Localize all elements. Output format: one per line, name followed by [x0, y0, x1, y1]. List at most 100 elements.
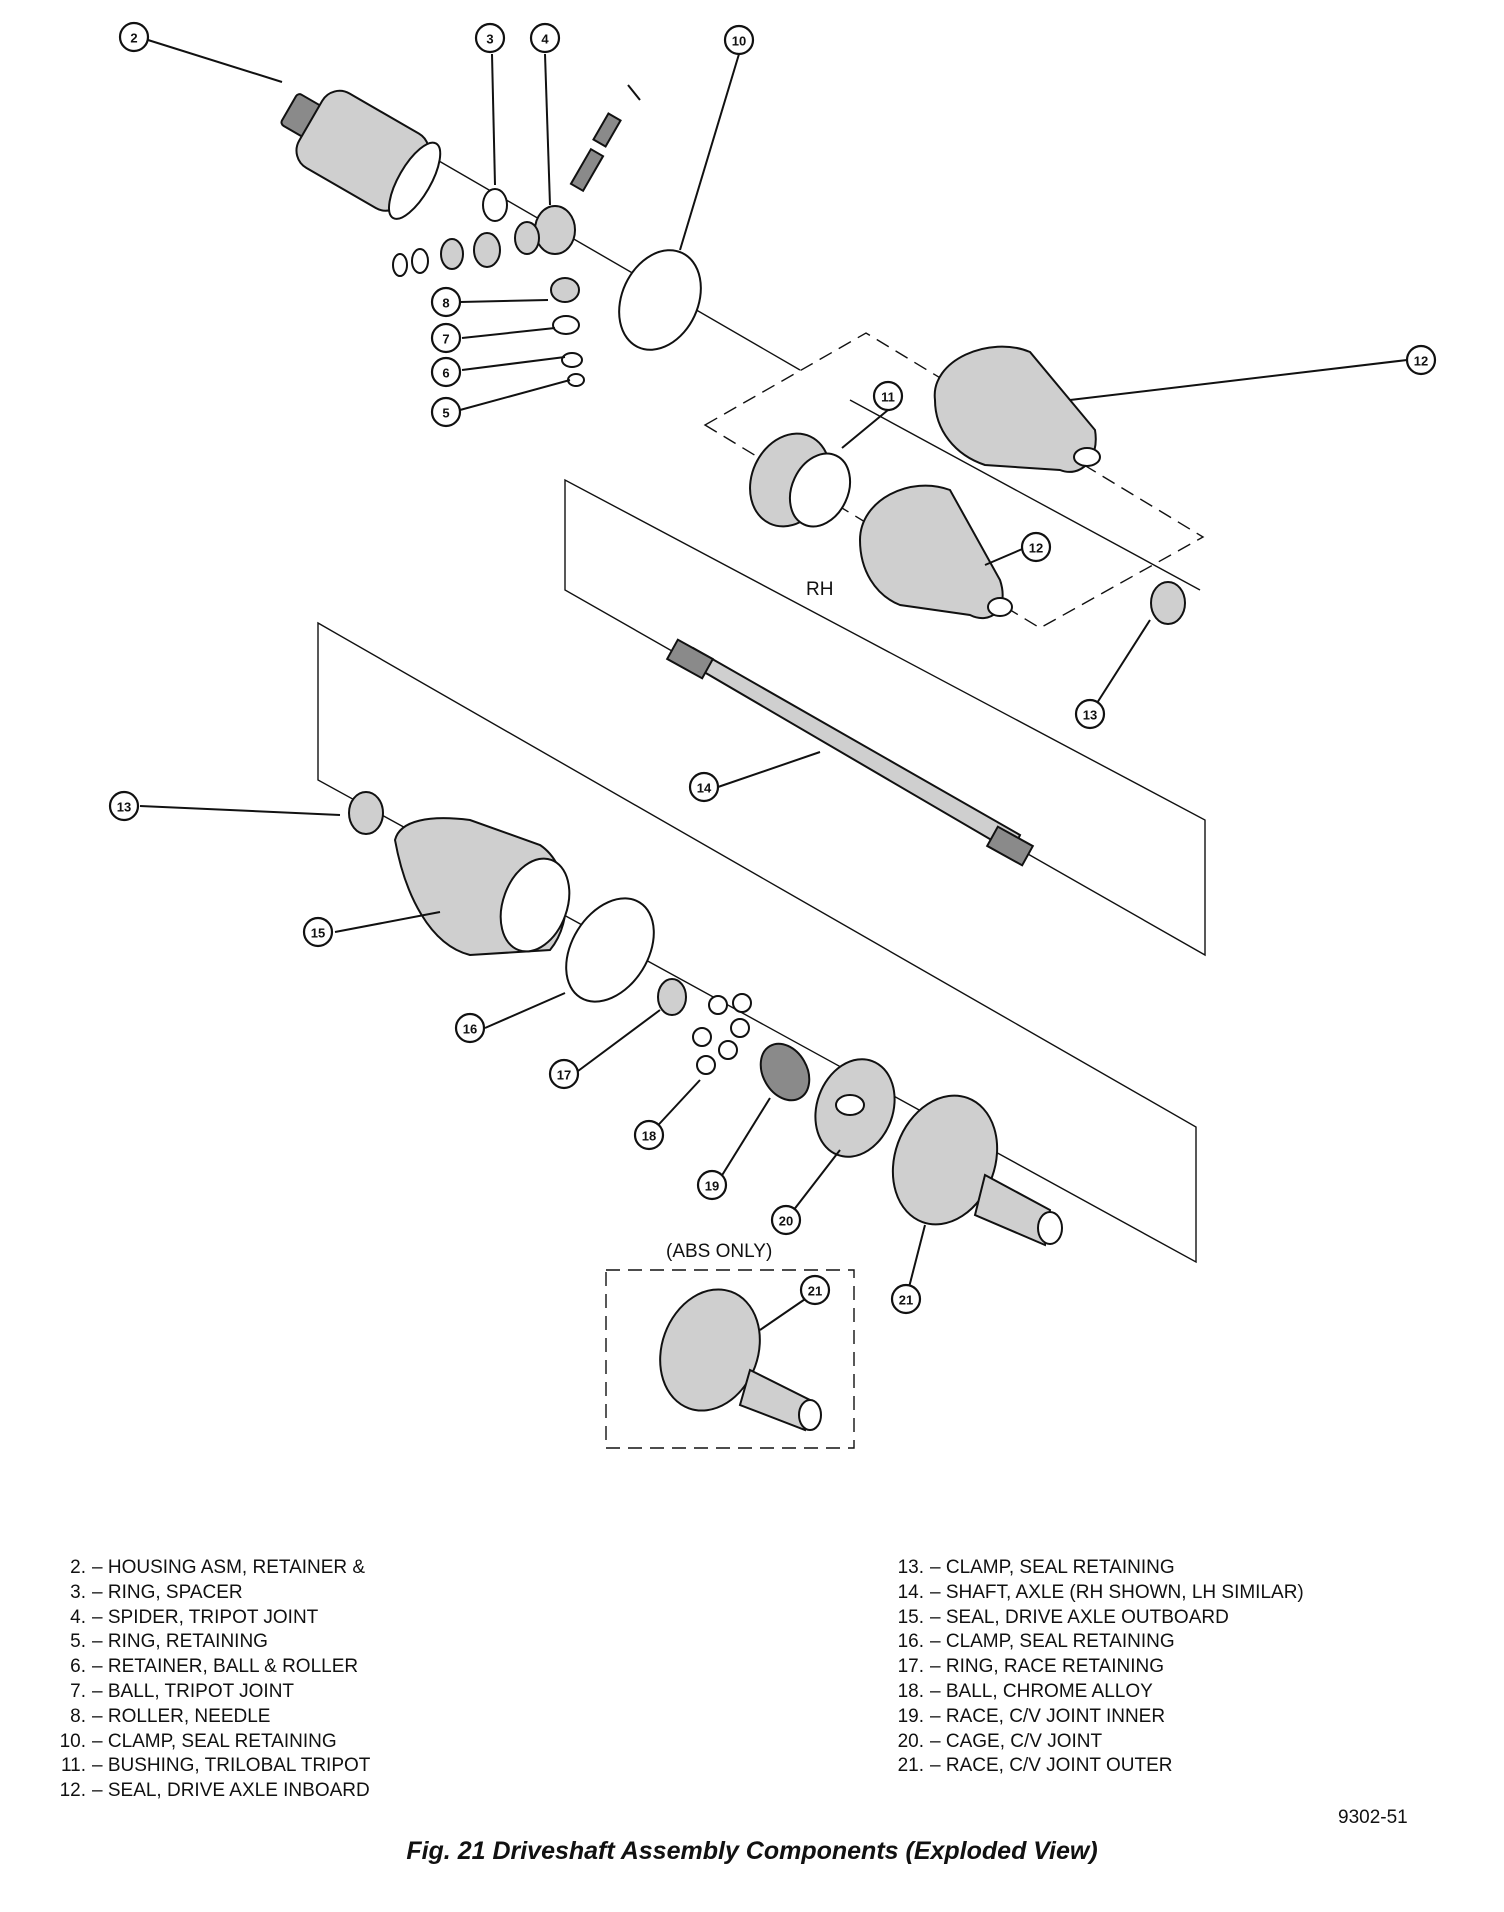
- rh-label: RH: [806, 579, 833, 600]
- legend-item: 5.– RING, RETAINING: [40, 1630, 600, 1655]
- legend-item: 17. – RING, RACE RETAINING: [878, 1655, 1478, 1680]
- tripot-spider-part: [534, 84, 641, 255]
- legend-item-number: 11.: [60, 1755, 86, 1777]
- callout-13-left-text: 13: [117, 800, 131, 815]
- legend-item-number: 15.: [897, 1606, 924, 1628]
- leader-lines: [139, 39, 1408, 1331]
- legend-item-number: 6.: [70, 1656, 86, 1678]
- legend-item: 7.– BALL, TRIPOT JOINT: [40, 1680, 600, 1705]
- legend-item: 15. – SEAL, DRIVE AXLE OUTBOARD: [878, 1606, 1478, 1631]
- legend-item: 19. – RACE, C/V JOINT INNER: [878, 1705, 1478, 1730]
- callout-6: 6: [430, 356, 462, 388]
- legend-item-text: – SEAL, DRIVE AXLE OUTBOARD: [930, 1606, 1229, 1628]
- callout-17: 17: [548, 1058, 580, 1090]
- clamp-part-13-right: [1150, 581, 1186, 625]
- callout-8: 8: [430, 286, 462, 318]
- legend-item-number: 17.: [897, 1656, 924, 1678]
- cage-part: [814, 1058, 896, 1158]
- callout-12-upper-text: 12: [1414, 354, 1428, 369]
- legend-item-text: – ROLLER, NEEDLE: [92, 1705, 271, 1727]
- callout-14-text: 14: [697, 781, 712, 796]
- legend-item-number: 20.: [897, 1730, 924, 1752]
- figure-caption: Fig. 21 Driveshaft Assembly Components (…: [406, 1837, 1098, 1865]
- legend-item: 4.– SPIDER, TRIPOT JOINT: [40, 1606, 600, 1631]
- callout-20-text: 20: [779, 1214, 793, 1229]
- abs-only-box: [605, 1269, 855, 1449]
- inboard-seal-lower-part: [858, 484, 1013, 620]
- legend-item: 2. – HOUSING ASM, RETAINER &: [40, 1556, 600, 1581]
- legend-item-number: 14.: [897, 1581, 924, 1603]
- legend-item-text: – RING, RETAINING: [92, 1631, 268, 1653]
- legend-item-number: 16.: [897, 1631, 924, 1653]
- legend-item-text: – SPIDER, TRIPOT JOINT: [92, 1606, 319, 1628]
- legend-item-number: 10.: [59, 1730, 86, 1752]
- clamp-part-16: [565, 897, 655, 1003]
- axle-shaft-part: [665, 638, 1035, 867]
- callout-2-text: 2: [130, 31, 137, 46]
- legend-item-text: – CLAMP, SEAL RETAINING: [930, 1631, 1175, 1653]
- legend-left-column: 2.– HOUSING ASM, RETAINER & 3.– RING, SP…: [40, 1556, 600, 1804]
- chrome-balls-part: [692, 993, 752, 1075]
- callout-21-abs-text: 21: [808, 1284, 822, 1299]
- legend-item-text: – RING, RACE RETAINING: [930, 1656, 1165, 1678]
- legend-item: 8. – ROLLER, NEEDLE: [40, 1705, 600, 1730]
- callout-7-text: 7: [442, 332, 449, 347]
- callout-10-text: 10: [732, 34, 746, 49]
- callout-7: 7: [430, 322, 462, 354]
- inboard-seal-upper-part: [933, 345, 1101, 473]
- callout-20: 20: [770, 1204, 802, 1236]
- callout-3: 3: [474, 22, 506, 54]
- callout-18: 18: [633, 1119, 665, 1151]
- clamp-part-10: [618, 249, 702, 351]
- legend-item-text: – CLAMP, SEAL RETAINING: [92, 1730, 337, 1752]
- abs-only-label: (ABS ONLY): [666, 1241, 772, 1262]
- callout-13-right-text: 13: [1083, 708, 1097, 723]
- callout-19-text: 19: [705, 1179, 719, 1194]
- legend-item: 21.– RACE, C/V JOINT OUTER: [878, 1754, 1478, 1779]
- callout-18-text: 18: [642, 1129, 656, 1144]
- legend-item-text: – BUSHING, TRILOBAL TRIPOT: [92, 1755, 371, 1777]
- callout-11: 11: [872, 380, 904, 412]
- callout-17-text: 17: [557, 1068, 571, 1083]
- legend-item-number: 7.: [70, 1680, 86, 1702]
- legend-item-text: – CLAMP, SEAL RETAINING: [930, 1557, 1175, 1578]
- legend-item-number: 12.: [59, 1780, 86, 1802]
- legend-item-text: – SHAFT, AXLE (RH SHOWN, LH SIMILAR): [930, 1581, 1304, 1603]
- callout-21-abs: 21: [799, 1274, 831, 1306]
- clamp-part-13-left: [348, 791, 384, 835]
- legend-item-text: – RACE, C/V JOINT INNER: [930, 1705, 1166, 1727]
- legend-item: 20.– CAGE, C/V JOINT: [878, 1730, 1478, 1755]
- legend-item-text: – RETAINER, BALL & ROLLER: [92, 1656, 359, 1678]
- callout-4: 4: [529, 22, 561, 54]
- legend-item-number: 2.: [70, 1557, 86, 1578]
- legend-item: 10. – CLAMP, SEAL RETAINING: [40, 1730, 600, 1755]
- legend-item: 18.– BALL, CHROME ALLOY: [878, 1680, 1478, 1705]
- housing-part: [280, 89, 442, 220]
- callout-12-upper: 12: [1405, 344, 1437, 376]
- callout-16-text: 16: [463, 1022, 477, 1037]
- callout-8-text: 8: [442, 296, 449, 311]
- outboard-seal-part: [393, 817, 571, 957]
- exploded-view-diagram: RH (ABS ONLY) 2 3 4 10 8 7 6 5 12 11 12 …: [108, 21, 1437, 1449]
- callout-12-lower: 12: [1020, 531, 1052, 563]
- legend-item-text: – SEAL, DRIVE AXLE INBOARD: [92, 1780, 370, 1802]
- legend-item: 13. – CLAMP, SEAL RETAINING: [878, 1556, 1478, 1581]
- callout-10: 10: [723, 24, 755, 56]
- outer-race-part: [891, 1094, 1063, 1247]
- legend-item: 12. – SEAL, DRIVE AXLE INBOARD: [40, 1779, 600, 1804]
- rh-seal-group-box: [703, 332, 1205, 629]
- race-retaining-ring-part: [657, 978, 687, 1016]
- outboard-group-outline: [317, 621, 1197, 1264]
- callout-15-text: 15: [311, 926, 325, 941]
- legend-item-number: 8.: [70, 1705, 86, 1727]
- inner-race-part: [759, 1042, 811, 1102]
- callout-13-left: 13: [108, 790, 140, 822]
- legend-item-text: – HOUSING ASM, RETAINER &: [92, 1557, 366, 1578]
- callout-13-right: 13: [1074, 698, 1106, 730]
- figure-code: 9302-51: [1338, 1807, 1408, 1828]
- legend-item: 6. – RETAINER, BALL & ROLLER: [40, 1655, 600, 1680]
- legend-item-number: 13.: [897, 1557, 924, 1578]
- legend-item-number: 19.: [897, 1705, 924, 1727]
- callout-16: 16: [454, 1012, 486, 1044]
- legend-item: 16. – CLAMP, SEAL RETAINING: [878, 1630, 1478, 1655]
